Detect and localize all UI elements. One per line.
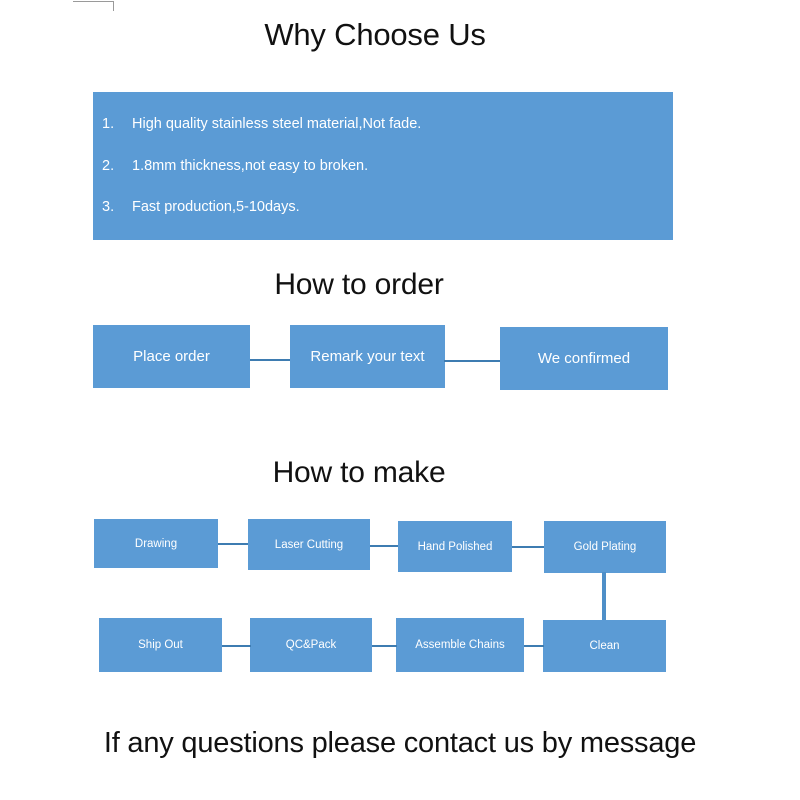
make-step-ship-out: Ship Out — [99, 618, 222, 672]
feature-list-item: 3. Fast production,5-10days. — [102, 197, 662, 217]
make-step-laser-cutting: Laser Cutting — [248, 519, 370, 570]
make-connector-5 — [372, 645, 397, 647]
make-connector-3 — [512, 546, 545, 548]
feature-number: 2. — [102, 158, 115, 174]
make-step-hand-polished: Hand Polished — [398, 521, 512, 572]
make-step-drawing: Drawing — [94, 519, 218, 568]
order-connector-2 — [444, 360, 501, 362]
order-step-we-confirmed: We confirmed — [500, 327, 668, 390]
make-step-qc-pack: QC&Pack — [250, 618, 372, 672]
feature-text: High quality stainless steel material,No… — [132, 116, 422, 132]
make-connector-6 — [222, 645, 251, 647]
feature-number: 1. — [102, 116, 115, 132]
contact-message: If any questions please contact us by me… — [103, 727, 697, 759]
feature-text: Fast production,5-10days. — [132, 199, 300, 215]
make-step-assemble-chains: Assemble Chains — [396, 618, 524, 672]
feature-number: 3. — [102, 199, 115, 215]
make-step-gold-plating: Gold Plating — [544, 521, 666, 573]
why-choose-us-panel: 1. High quality stainless steel material,… — [93, 92, 673, 240]
order-step-place-order: Place order — [93, 325, 250, 388]
make-connector-1 — [218, 543, 249, 545]
how-to-make-heading: How to make — [272, 456, 446, 489]
order-step-remark-your-text: Remark your text — [290, 325, 445, 388]
make-connector-4 — [524, 645, 544, 647]
page-corner-rule — [73, 1, 114, 11]
feature-text: 1.8mm thickness,not easy to broken. — [132, 158, 369, 174]
why-choose-us-heading: Why Choose Us — [264, 17, 486, 52]
make-step-clean: Clean — [543, 620, 666, 672]
make-connector-vertical — [602, 572, 606, 622]
feature-list-item: 1. High quality stainless steel material,… — [102, 114, 662, 134]
order-connector-1 — [250, 359, 291, 361]
how-to-order-heading: How to order — [274, 268, 444, 301]
feature-list-item: 2. 1.8mm thickness,not easy to broken. — [102, 156, 662, 176]
make-connector-2 — [370, 545, 399, 547]
